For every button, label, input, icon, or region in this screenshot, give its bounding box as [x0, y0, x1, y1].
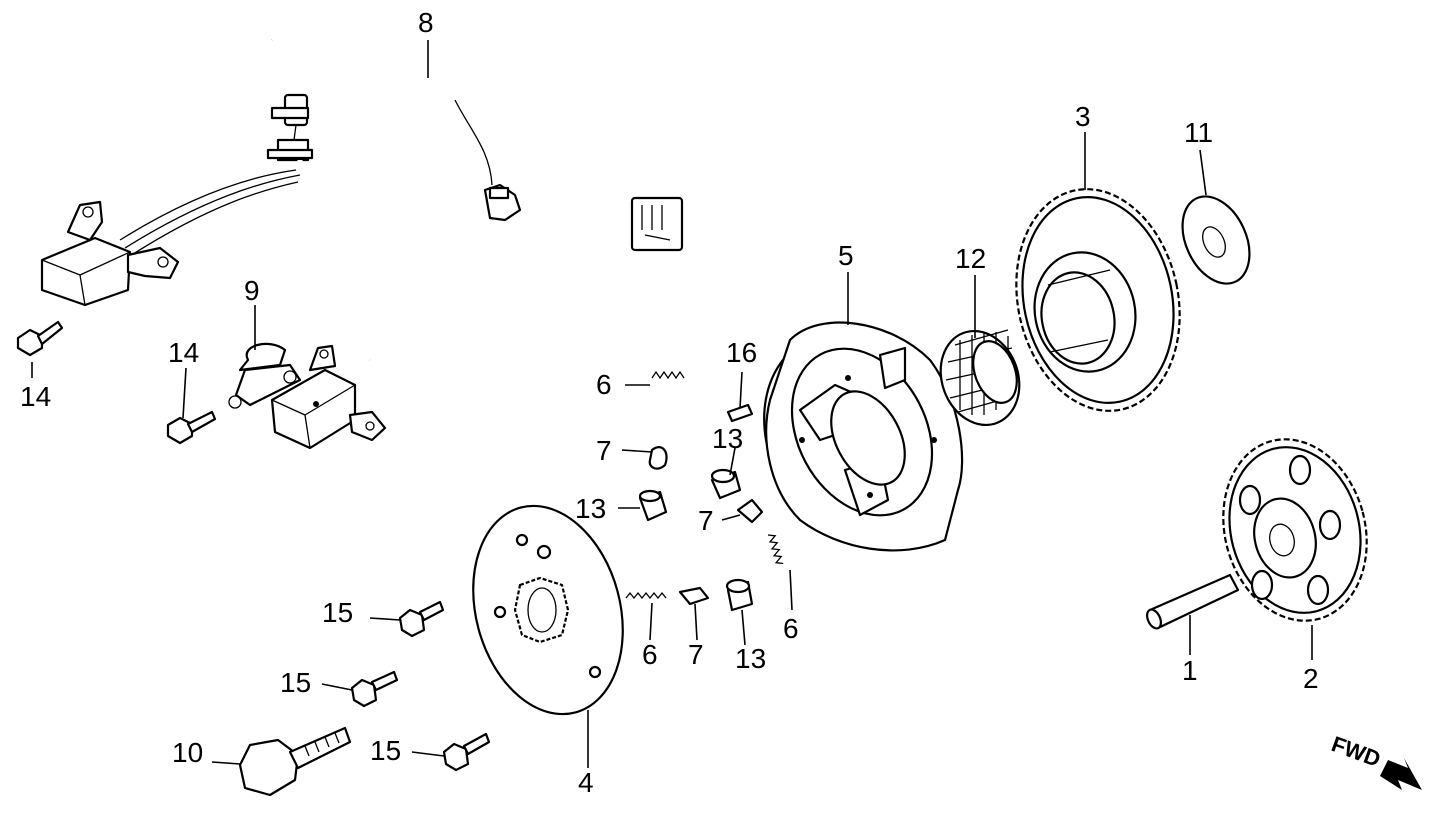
starter-reduction-gear [1222, 438, 1368, 622]
callout-15-bottom: 15 [370, 735, 401, 766]
pin-16 [726, 403, 754, 423]
callout-11: 11 [1184, 117, 1213, 148]
reduction-gear-shaft [1146, 573, 1240, 630]
spring-cap-middle [736, 498, 764, 524]
callout-16: 16 [726, 337, 757, 368]
callout-14-middle: 14 [168, 337, 199, 368]
roller-upper [710, 468, 742, 500]
bolt-14-lower [166, 410, 217, 445]
callout-15-middle: 15 [280, 667, 311, 698]
forward-direction-indicator: FWD [1328, 731, 1422, 790]
starter-clutch-plate [472, 504, 624, 716]
callout-10: 10 [172, 737, 203, 768]
callout-3: 3 [1075, 101, 1091, 132]
fwd-arrow-icon [1380, 758, 1422, 790]
callout-14-left: 14 [20, 381, 51, 412]
spring-middle [767, 534, 784, 565]
spring-lower [625, 591, 667, 600]
roller-lower [725, 578, 754, 612]
spring-cap-lower [678, 586, 710, 606]
starter-driven-gear [1015, 188, 1181, 412]
callout-6-lower: 6 [642, 639, 658, 670]
pulse-generator-lower [270, 344, 387, 450]
callout-13-lower: 13 [735, 643, 766, 674]
callout-15-top: 15 [322, 597, 353, 628]
callout-9: 9 [244, 275, 260, 306]
callout-7-middle: 7 [698, 505, 714, 536]
pulse-generator-upper [40, 200, 180, 307]
bolt-15-top [398, 600, 445, 638]
wire-harness [119, 34, 684, 361]
callout-7-upper: 7 [596, 435, 612, 466]
leader-lines [31, 40, 1313, 768]
callout-7-lower: 7 [688, 639, 704, 670]
bolt-15-bottom [442, 732, 491, 772]
roller-left [638, 489, 668, 522]
callout-5: 5 [838, 240, 854, 271]
callout-13-upper: 13 [712, 423, 743, 454]
callout-2: 2 [1303, 663, 1319, 694]
callout-1: 1 [1182, 655, 1198, 686]
spring-cap-upper [648, 446, 668, 470]
callout-4: 4 [578, 767, 594, 798]
callout-13-left: 13 [575, 493, 606, 524]
thrust-washer [1181, 195, 1251, 285]
wire-clip [228, 342, 302, 409]
starter-clutch-outer [763, 321, 964, 552]
bolt-15-middle [350, 670, 399, 708]
flange-bolt-10 [238, 726, 352, 797]
callout-8: 8 [418, 7, 434, 38]
callout-6-upper: 6 [596, 369, 612, 400]
fwd-label: FWD [1328, 731, 1384, 772]
bolt-14-upper [16, 320, 64, 357]
callout-6-right: 6 [783, 613, 799, 644]
needle-bearing [939, 329, 1021, 427]
callout-12: 12 [955, 243, 986, 274]
spring-upper [651, 370, 685, 380]
